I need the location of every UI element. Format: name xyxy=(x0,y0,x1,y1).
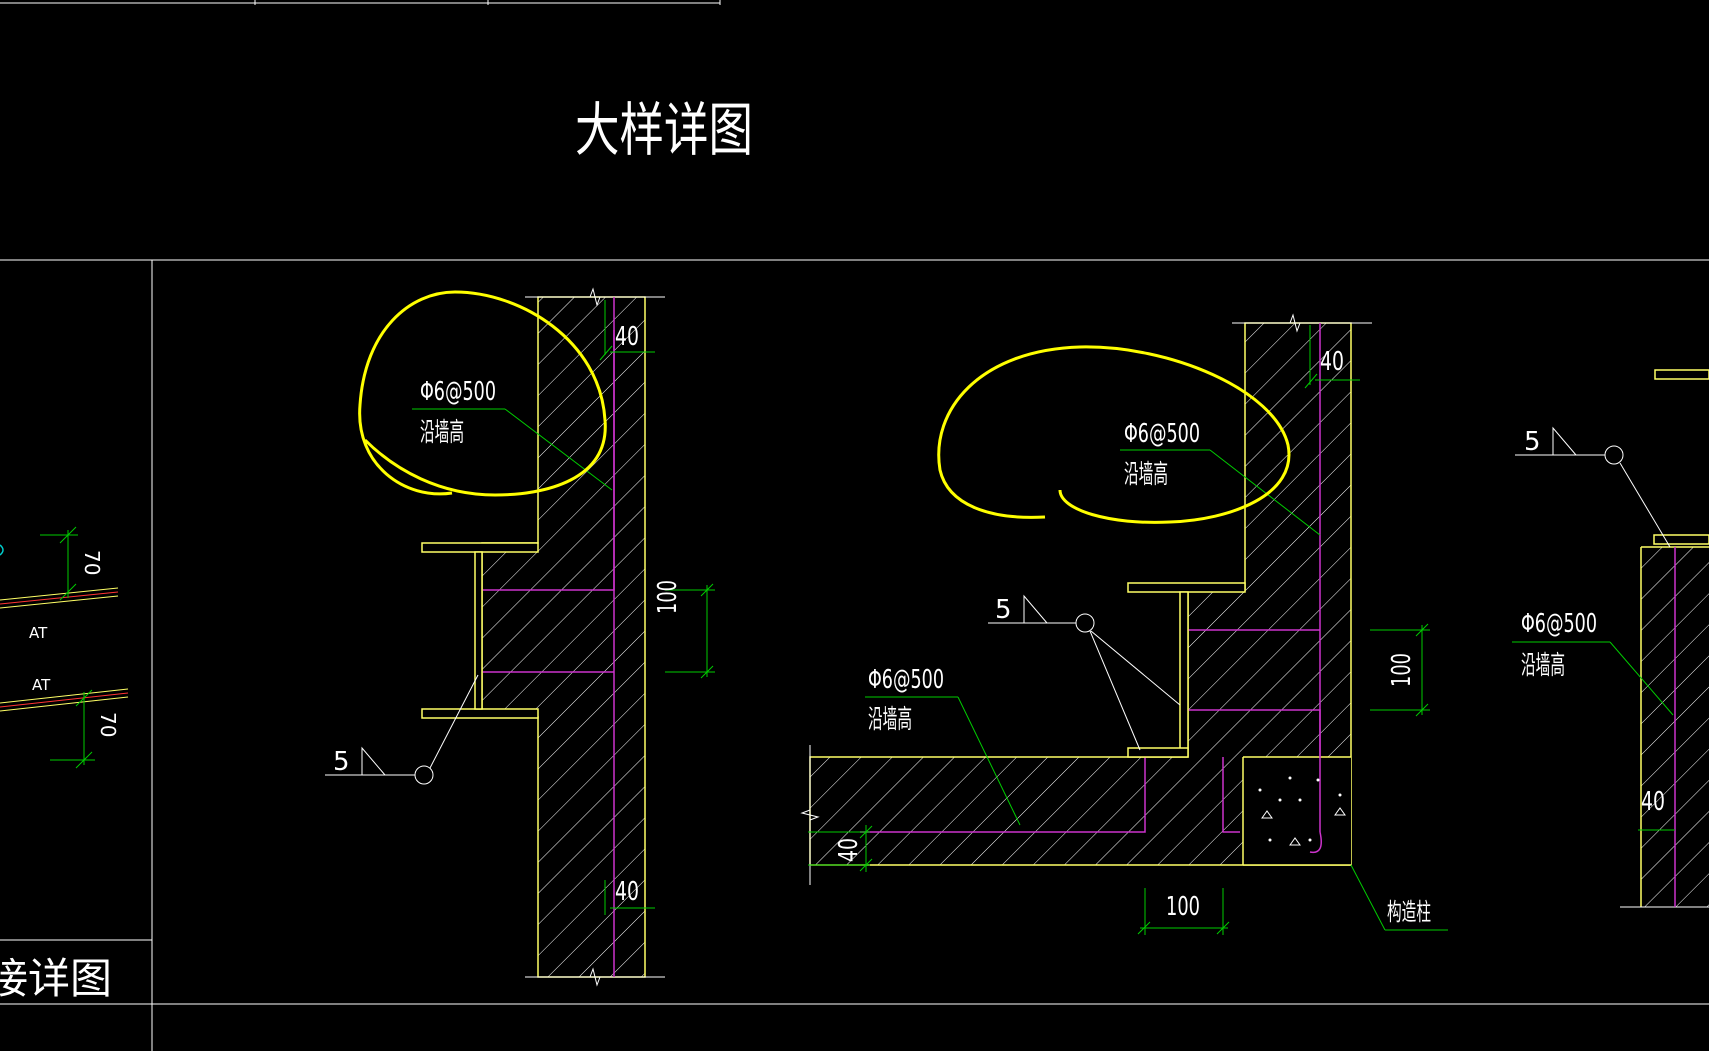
detail-3-rebar-note: 沿墙高 xyxy=(1521,651,1565,681)
detail-2-rebar-spec-upper: Φ6@500 xyxy=(1124,419,1200,449)
detail-2-concrete-dots xyxy=(1258,776,1346,846)
drawing-title: 大样详图 xyxy=(575,96,753,164)
detail-1-wall-section xyxy=(421,287,665,987)
left-panel-detail: 70 70 AT AT xyxy=(0,526,129,769)
detail-3-rebar-spec: Φ6@500 xyxy=(1521,609,1597,639)
detail-2-weld-size: 5 xyxy=(995,595,1012,625)
detail-3-wall-section xyxy=(1620,369,1709,908)
detail-1-dim-40-bottom: 40 xyxy=(615,877,639,907)
detail-2-dimensions xyxy=(808,325,1430,935)
detail-2-wall-section xyxy=(800,313,1372,885)
detail-2-dim-100-bottom: 100 xyxy=(1166,892,1200,922)
top-edge xyxy=(0,0,721,5)
detail-1-dim-40-top: 40 xyxy=(615,322,639,352)
left-dim-70-bottom: 70 xyxy=(96,712,120,737)
drawing-frame xyxy=(0,259,1709,1051)
detail-3-weld-size: 5 xyxy=(1524,427,1541,457)
left-label-at-1: AT xyxy=(29,624,48,642)
detail-1-dimensions xyxy=(599,300,715,915)
detail-1-weld-symbol xyxy=(325,674,479,785)
detail-1-dim-100: 100 xyxy=(653,580,683,614)
detail-2-rebar-leaders xyxy=(865,449,1448,931)
left-label-at-2: AT xyxy=(32,676,51,694)
detail-3-weld-symbol xyxy=(1515,426,1671,548)
detail-2-rebar-spec-lower: Φ6@500 xyxy=(868,665,944,695)
detail-3-dim-40: 40 xyxy=(1641,787,1665,817)
detail-3-rebar-leader xyxy=(1512,641,1675,831)
detail-2-dim-100-right: 100 xyxy=(1387,653,1417,687)
detail-1-rebar-spec: Φ6@500 xyxy=(420,377,496,407)
detail-2-rebar-note-lower: 沿墙高 xyxy=(868,705,912,735)
detail-2-rebar-note-upper: 沿墙高 xyxy=(1124,460,1168,490)
detail-1-weld-size: 5 xyxy=(333,747,350,777)
detail-1-annotation-circle xyxy=(358,290,607,497)
detail-2-weld-symbol xyxy=(988,594,1181,751)
detail-1-rebar-leader xyxy=(412,408,613,491)
left-dim-70-top: 70 xyxy=(80,550,104,575)
detail-1-rebar-note: 沿墙高 xyxy=(420,418,464,448)
detail-2-annotation-circle xyxy=(937,345,1291,524)
detail-2-column-label: 构造柱 xyxy=(1387,898,1431,926)
detail-2-dim-40-left: 40 xyxy=(834,838,864,862)
left-panel-caption: 接详图 xyxy=(0,954,112,1003)
detail-2-dim-40-top: 40 xyxy=(1320,347,1344,377)
